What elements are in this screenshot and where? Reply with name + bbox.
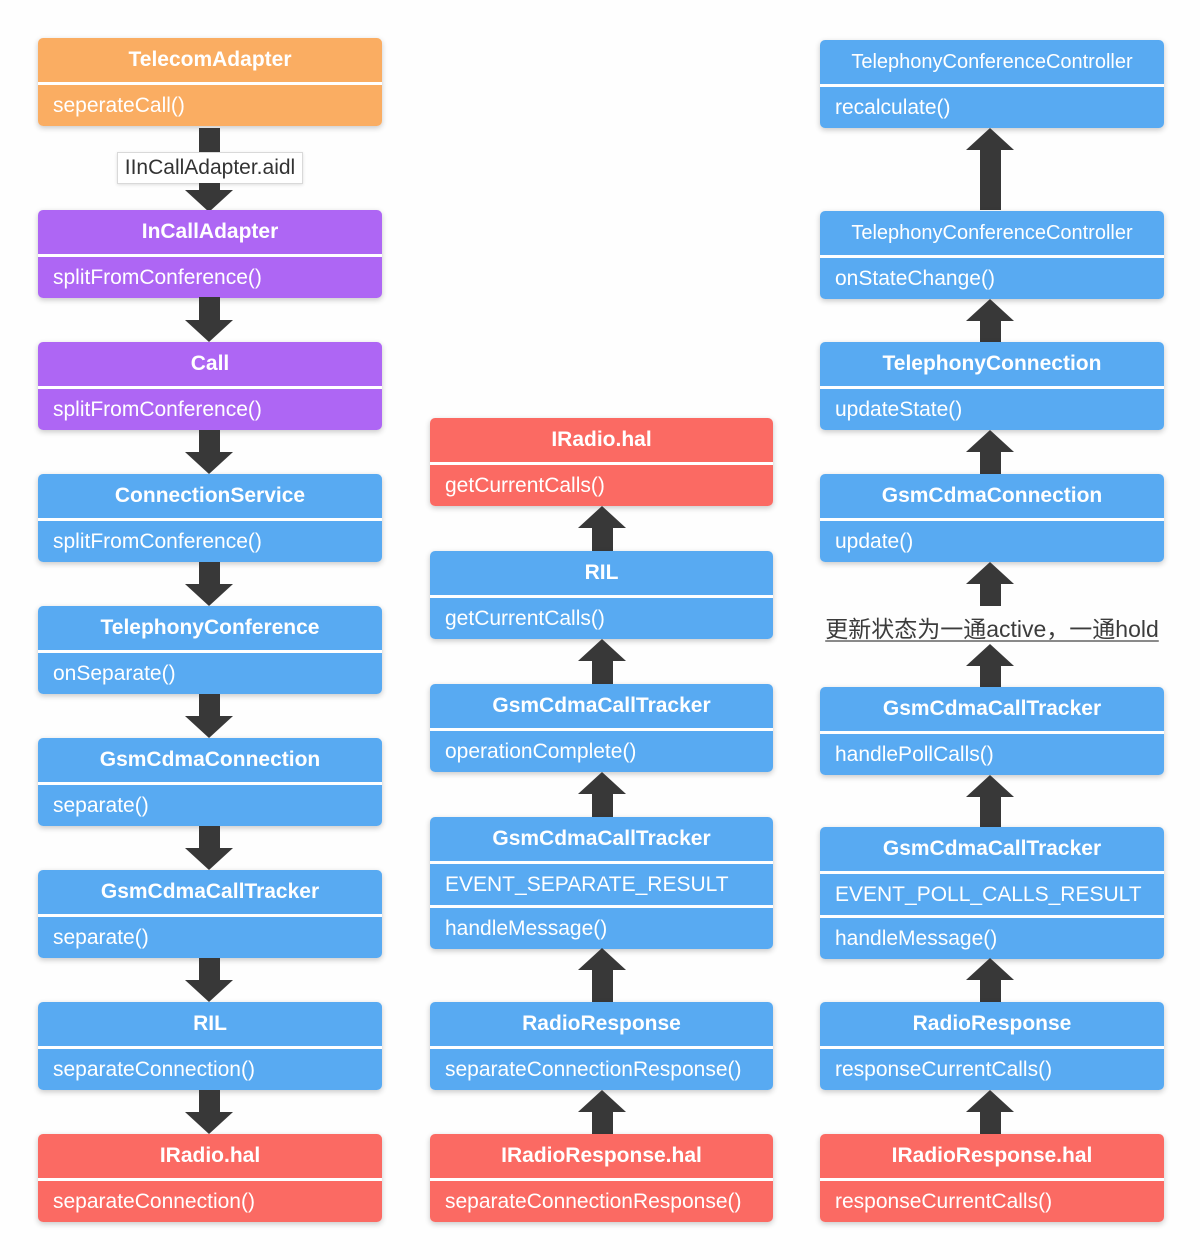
box-iradioresponse-hal-mid: IRadioResponse.hal separateConnectionRes… xyxy=(430,1134,773,1222)
box-method: separateConnectionResponse() xyxy=(430,1181,773,1222)
arrow-down-icon xyxy=(185,1090,233,1134)
arrow-up-icon xyxy=(578,772,626,817)
box-telecom-adapter: TelecomAdapter seperateCall() xyxy=(38,38,382,126)
box-title: GsmCdmaCallTracker xyxy=(38,870,382,914)
box-telephony-conference-controller-2: TelephonyConferenceController onStateCha… xyxy=(820,211,1164,299)
box-method: recalculate() xyxy=(820,87,1164,128)
box-title: TelephonyConference xyxy=(38,606,382,650)
box-telephony-conference-controller-1: TelephonyConferenceController recalculat… xyxy=(820,40,1164,128)
arrow-down-icon xyxy=(185,562,233,606)
box-method: onStateChange() xyxy=(820,258,1164,299)
arrow-up-icon xyxy=(966,958,1014,1002)
arrow-up-icon xyxy=(578,506,626,551)
box-title: IRadio.hal xyxy=(430,418,773,462)
arrow-up-icon xyxy=(966,775,1014,827)
box-method: onSeparate() xyxy=(38,653,382,694)
arrow-shaft xyxy=(199,128,220,154)
arrow-up-icon xyxy=(966,1090,1014,1134)
box-title: GsmCdmaCallTracker xyxy=(820,827,1164,871)
arrow-down-icon xyxy=(185,297,233,342)
box-title: IRadio.hal xyxy=(38,1134,382,1178)
box-title: GsmCdmaConnection xyxy=(820,474,1164,518)
box-method: splitFromConference() xyxy=(38,389,382,430)
state-update-note: 更新状态为一通active，一通hold xyxy=(825,616,1159,642)
aidl-label: IInCallAdapter.aidl xyxy=(38,152,382,184)
box-ril-left: RIL separateConnection() xyxy=(38,1002,382,1090)
box-method: seperateCall() xyxy=(38,85,382,126)
box-event: EVENT_POLL_CALLS_RESULT xyxy=(820,874,1164,915)
box-title: IRadioResponse.hal xyxy=(430,1134,773,1178)
box-title: TelephonyConnection xyxy=(820,342,1164,386)
box-method: handlePollCalls() xyxy=(820,734,1164,775)
box-title: TelecomAdapter xyxy=(38,38,382,82)
box-incall-adapter: InCallAdapter splitFromConference() xyxy=(38,210,382,298)
box-iradio-hal-left: IRadio.hal separateConnection() xyxy=(38,1134,382,1222)
box-method: separate() xyxy=(38,785,382,826)
box-title: GsmCdmaCallTracker xyxy=(430,684,773,728)
box-method: getCurrentCalls() xyxy=(430,465,773,506)
box-method: separateConnectionResponse() xyxy=(430,1049,773,1090)
box-title: TelephonyConferenceController xyxy=(820,211,1164,255)
arrow-up-icon xyxy=(966,644,1014,687)
box-title: ConnectionService xyxy=(38,474,382,518)
arrow-down-icon xyxy=(185,958,233,1002)
box-iradio-hal-mid: IRadio.hal getCurrentCalls() xyxy=(430,418,773,506)
box-telephony-connection: TelephonyConnection updateState() xyxy=(820,342,1164,430)
box-title: GsmCdmaCallTracker xyxy=(820,687,1164,731)
box-method: update() xyxy=(820,521,1164,562)
box-title: RIL xyxy=(430,551,773,595)
box-title: RadioResponse xyxy=(430,1002,773,1046)
box-gsmcdma-connection-right: GsmCdmaConnection update() xyxy=(820,474,1164,562)
box-title: GsmCdmaConnection xyxy=(38,738,382,782)
box-method: responseCurrentCalls() xyxy=(820,1049,1164,1090)
box-gsmcdma-calltracker-mid-1: GsmCdmaCallTracker operationComplete() xyxy=(430,684,773,772)
box-title: RadioResponse xyxy=(820,1002,1164,1046)
box-title: TelephonyConferenceController xyxy=(820,40,1164,84)
arrow-up-icon xyxy=(966,128,1014,210)
arrow-up-icon xyxy=(578,1090,626,1134)
box-title: GsmCdmaCallTracker xyxy=(430,817,773,861)
arrow-down-icon xyxy=(185,826,233,870)
box-title: IRadioResponse.hal xyxy=(820,1134,1164,1178)
box-call: Call splitFromConference() xyxy=(38,342,382,430)
arrow-up-icon xyxy=(578,948,626,1002)
box-method: handleMessage() xyxy=(820,918,1164,959)
box-gsmcdma-calltracker-right-1: GsmCdmaCallTracker handlePollCalls() xyxy=(820,687,1164,775)
box-method: splitFromConference() xyxy=(38,257,382,298)
box-method: handleMessage() xyxy=(430,908,773,949)
box-method: separate() xyxy=(38,917,382,958)
box-title: Call xyxy=(38,342,382,386)
box-method: separateConnection() xyxy=(38,1049,382,1090)
box-ril-mid: RIL getCurrentCalls() xyxy=(430,551,773,639)
arrow-up-icon xyxy=(966,562,1014,606)
arrow-down-icon xyxy=(185,183,233,212)
arrow-down-icon xyxy=(185,430,233,474)
box-method: operationComplete() xyxy=(430,731,773,772)
box-method: updateState() xyxy=(820,389,1164,430)
box-method: responseCurrentCalls() xyxy=(820,1181,1164,1222)
box-gsmcdma-connection-left: GsmCdmaConnection separate() xyxy=(38,738,382,826)
arrow-up-icon xyxy=(578,639,626,684)
box-title: RIL xyxy=(38,1002,382,1046)
box-event: EVENT_SEPARATE_RESULT xyxy=(430,864,773,905)
arrow-up-icon xyxy=(966,430,1014,474)
box-connection-service: ConnectionService splitFromConference() xyxy=(38,474,382,562)
box-title: InCallAdapter xyxy=(38,210,382,254)
box-gsmcdma-calltracker-mid-2: GsmCdmaCallTracker EVENT_SEPARATE_RESULT… xyxy=(430,817,773,949)
box-method: getCurrentCalls() xyxy=(430,598,773,639)
arrow-down-icon xyxy=(185,694,233,738)
box-telephony-conference: TelephonyConference onSeparate() xyxy=(38,606,382,694)
box-radio-response-right: RadioResponse responseCurrentCalls() xyxy=(820,1002,1164,1090)
box-radio-response-mid: RadioResponse separateConnectionResponse… xyxy=(430,1002,773,1090)
box-gsmcdma-calltracker-right-2: GsmCdmaCallTracker EVENT_POLL_CALLS_RESU… xyxy=(820,827,1164,959)
box-gsmcdma-calltracker-left: GsmCdmaCallTracker separate() xyxy=(38,870,382,958)
aidl-label-text: IInCallAdapter.aidl xyxy=(116,152,304,184)
box-method: splitFromConference() xyxy=(38,521,382,562)
box-iradioresponse-hal-right: IRadioResponse.hal responseCurrentCalls(… xyxy=(820,1134,1164,1222)
arrow-up-icon xyxy=(966,299,1014,342)
box-method: separateConnection() xyxy=(38,1181,382,1222)
